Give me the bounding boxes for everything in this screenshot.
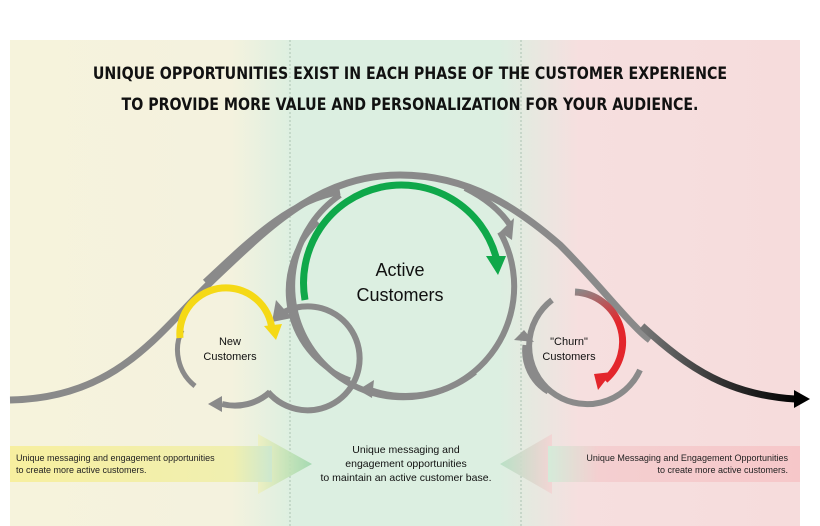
note-left: Unique messaging and engagement opportun… [16, 452, 215, 476]
new-loop-bottom [221, 389, 273, 409]
lifecycle-curve-tail [639, 323, 796, 403]
note-left-line-2: to create more active customers. [16, 465, 147, 475]
churn-loop-red-arc [574, 288, 627, 383]
churn-customers-label: "Churn" Customers [529, 335, 609, 365]
note-right-line-2: to create more active customers. [657, 465, 788, 475]
new-loop-arrowhead-top [272, 300, 292, 322]
phase-background [10, 40, 800, 526]
active-label-line-1: Active [375, 260, 425, 280]
lifecycle-curve-inner-right [463, 185, 513, 227]
churn-label-line-2: Customers [542, 351, 596, 363]
active-label-line-2: Customers [356, 285, 444, 305]
new-customers-label: New Customers [190, 335, 270, 365]
note-middle-line-3: to maintain an active customer base. [320, 472, 492, 484]
note-arrow-left [258, 434, 312, 494]
note-arrow-right [500, 434, 552, 494]
note-middle-line-2: engagement opportunities [345, 458, 467, 470]
active-loop-bottom-arrowhead [358, 380, 374, 398]
active-customers-label: Active Customers [330, 258, 470, 308]
churn-loop-red-arrowhead [594, 372, 612, 390]
churn-loop-inner [522, 344, 550, 395]
curve-arrowhead-inner-right [500, 218, 514, 240]
new-label-line-1: New [218, 336, 241, 348]
churn-loop-arrowhead-left [514, 330, 534, 342]
lifecycle-curve [9, 171, 653, 404]
new-label-line-2: Customers [203, 351, 257, 363]
new-loop-ring [265, 303, 363, 414]
new-loop-yellow-arc [176, 284, 276, 339]
note-right-line-1: Unique Messaging and Engagement Opportun… [586, 453, 788, 463]
new-loop-yellow-arrowhead [264, 324, 282, 340]
note-band-left [10, 446, 272, 482]
churn-loop-ring [526, 297, 643, 408]
headline-line-2: TO PROVIDE MORE VALUE AND PERSONALIZATIO… [121, 95, 699, 114]
headline-line-1: UNIQUE OPPORTUNITIES EXIST IN EACH PHASE… [92, 64, 728, 83]
active-loop-green-arc [300, 181, 500, 301]
new-loop-arrowhead-bottom [208, 396, 222, 412]
note-left-line-1: Unique messaging and engagement opportun… [16, 453, 215, 463]
curve-end-arrowhead [794, 390, 810, 408]
note-band-right [548, 446, 800, 482]
note-middle: Unique messaging and engagement opportun… [300, 443, 512, 485]
note-middle-line-1: Unique messaging and [352, 444, 460, 456]
lifecycle-curve-inner-left [202, 189, 341, 285]
churn-label-line-1: "Churn" [550, 336, 588, 348]
note-right: Unique Messaging and Engagement Opportun… [556, 452, 788, 476]
active-loop-bottom-arrow [369, 369, 477, 399]
active-loop-green-arrowhead [486, 256, 506, 275]
